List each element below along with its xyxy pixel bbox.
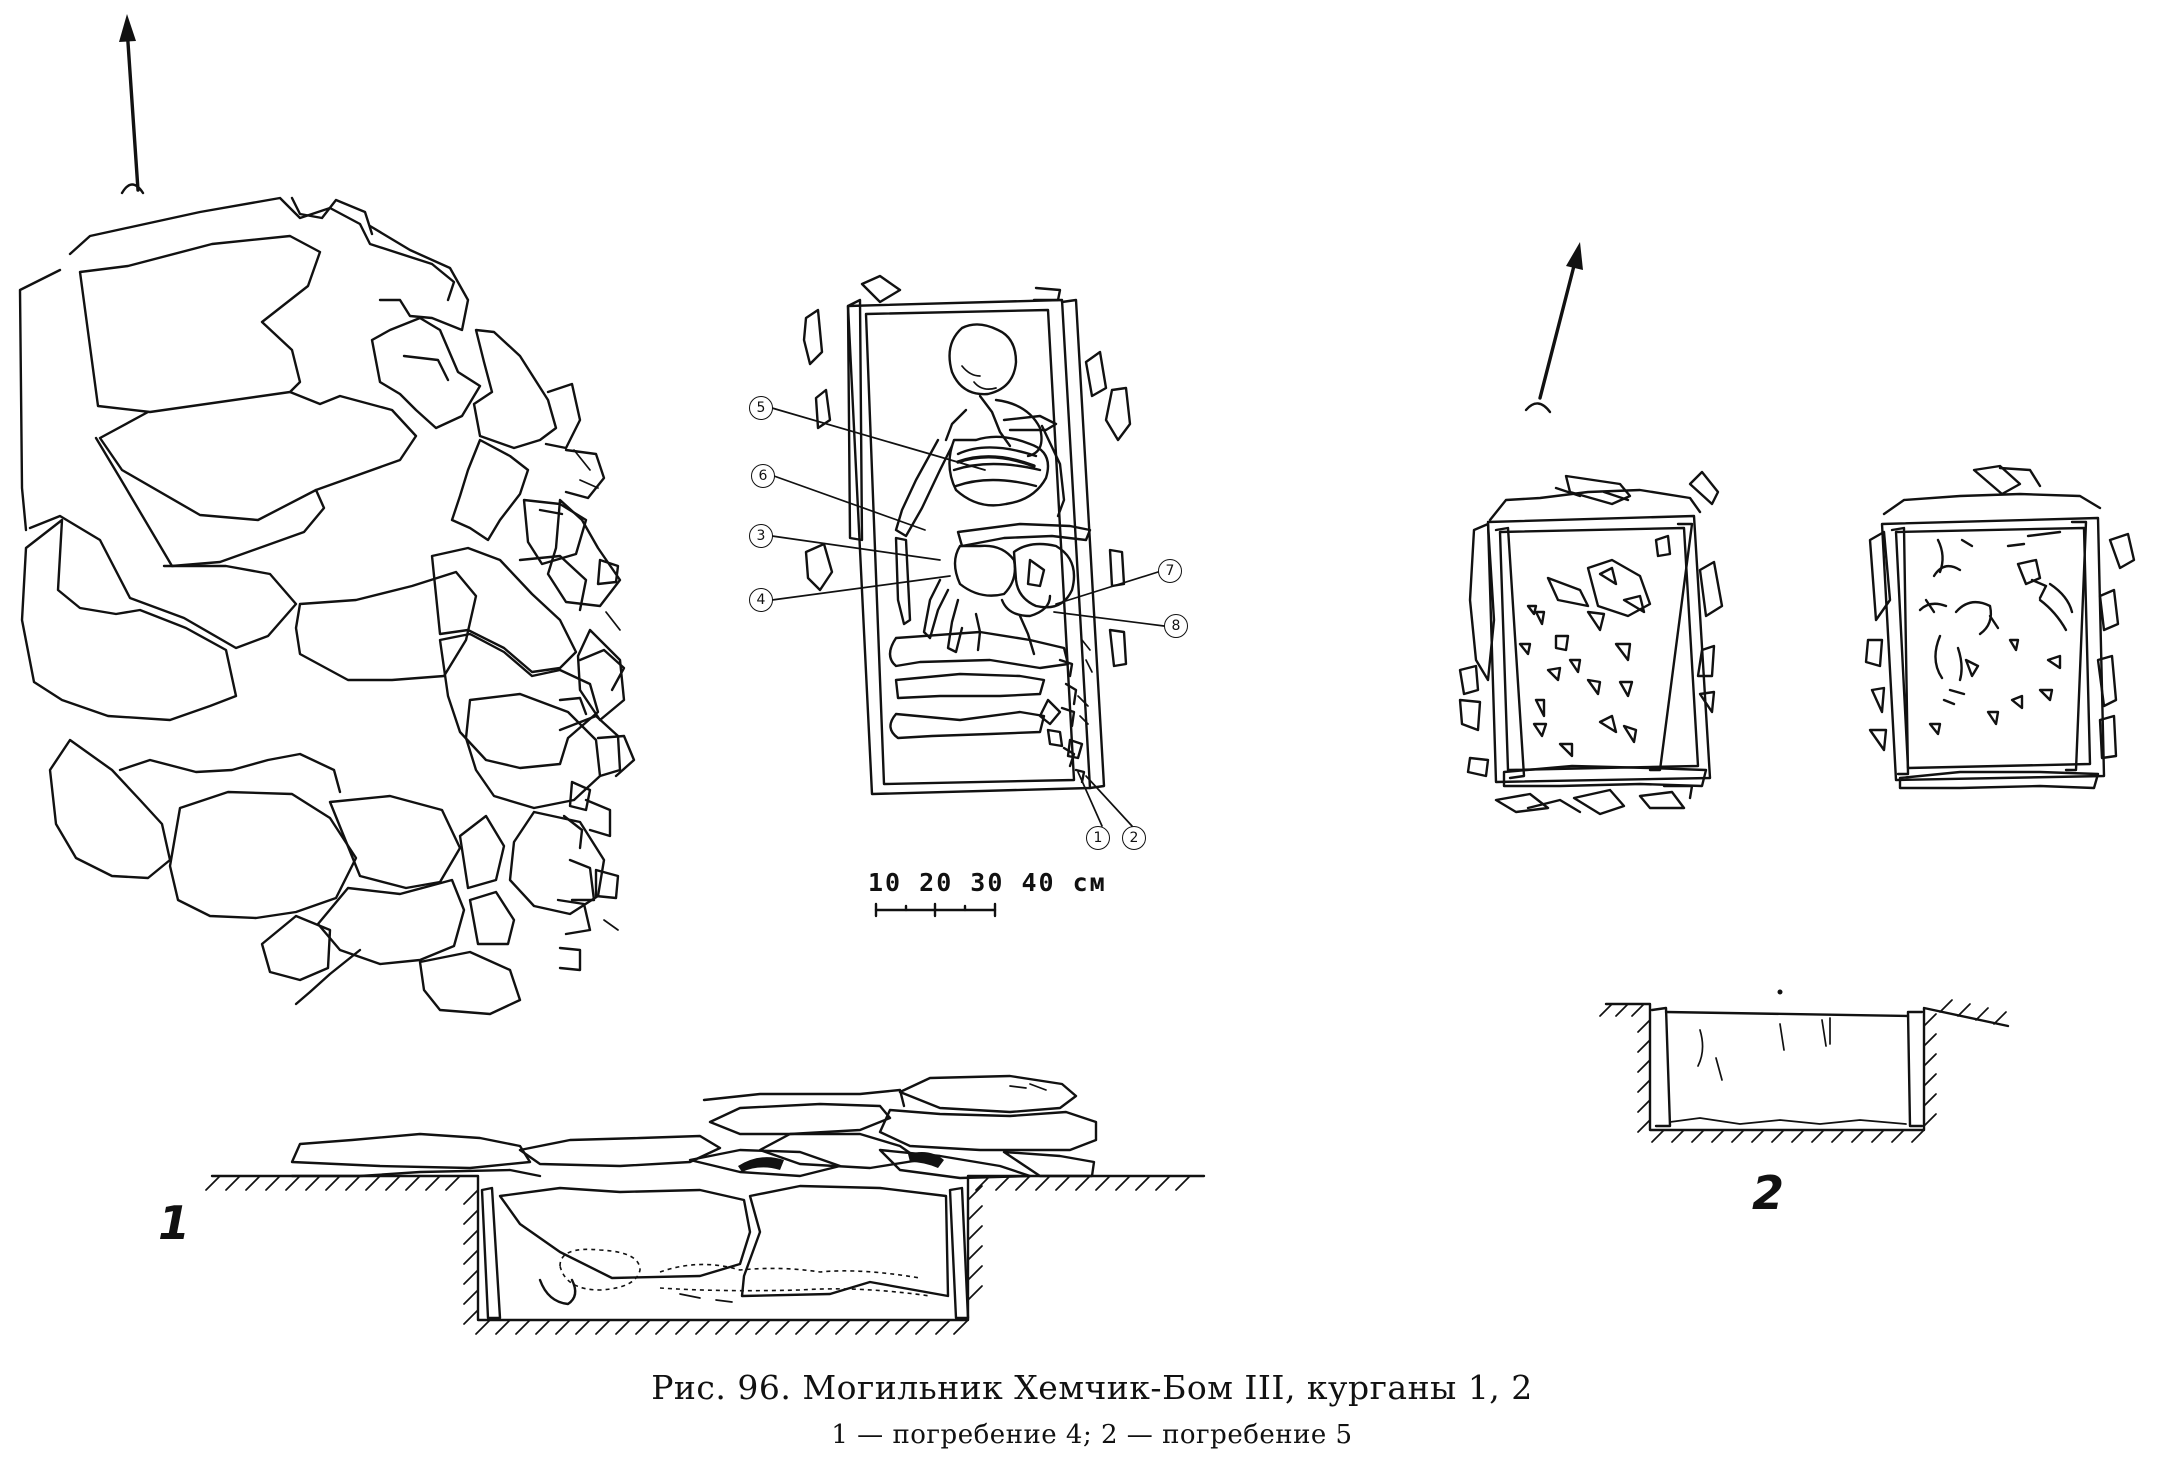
- kurgan-1-section: [205, 1074, 1206, 1335]
- panel-1-label: 1: [158, 1196, 191, 1250]
- callout-8: 8: [1164, 614, 1188, 638]
- kurgan-2-section: [1599, 989, 2010, 1143]
- callout-5: 5: [749, 396, 773, 420]
- panel-2-label: 2: [1752, 1166, 1785, 1220]
- callout-4: 4: [749, 588, 773, 612]
- scale-bar: [874, 902, 997, 918]
- callout-2: 2: [1122, 826, 1146, 850]
- callout-3: 3: [749, 524, 773, 548]
- north-arrow-icon: [119, 14, 145, 195]
- callout-7: 7: [1158, 559, 1182, 583]
- callout-leaders: [771, 407, 1165, 827]
- north-arrow-icon: [1524, 242, 1583, 414]
- burial-5-plan-lower: [1864, 464, 2136, 790]
- kurgan-1-stone-mound-plan: [18, 196, 636, 1016]
- figure-caption: Рис. 96. Могильник Хемчик-Бом III, курга…: [651, 1368, 1533, 1407]
- callout-1: 1: [1086, 826, 1110, 850]
- burial-4-plan: [802, 274, 1132, 796]
- figure-subcaption: 1 — погребение 4; 2 — погребение 5: [831, 1420, 1353, 1450]
- scale-bar-label: 10 20 30 40 см: [868, 868, 1107, 897]
- burial-5-plan-upper: [1458, 470, 1724, 816]
- callout-6: 6: [751, 464, 775, 488]
